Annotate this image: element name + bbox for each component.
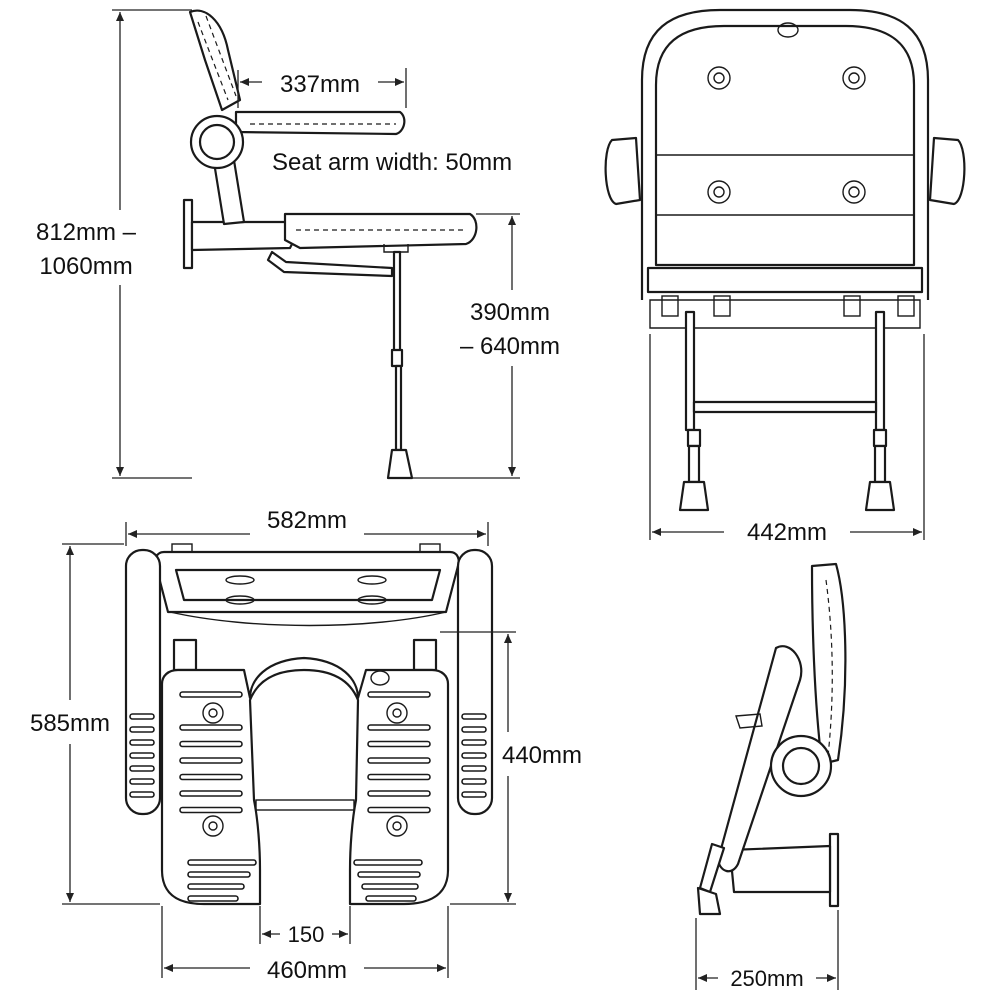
drainage-slot	[365, 895, 417, 902]
cutout-width-label: 150	[288, 922, 325, 947]
drainage-slot	[179, 806, 243, 814]
seat-depth-label: 440mm	[502, 742, 582, 769]
drainage-slot	[367, 790, 431, 797]
front-view	[604, 8, 966, 512]
drainage-slot	[357, 871, 421, 878]
folded-depth-label: 250mm	[730, 966, 803, 991]
front-width-label: 442mm	[747, 519, 827, 546]
drainage-slot	[461, 791, 487, 798]
seat-height-label-line1: 390mm	[470, 299, 550, 326]
drainage-slot	[187, 895, 239, 902]
drainage-slot	[461, 752, 487, 759]
armrest-length-label: 337mm	[280, 71, 360, 98]
top-view-dimensions	[62, 522, 516, 978]
overall-depth-label: 585mm	[30, 710, 110, 737]
total-height-label-line1: 812mm –	[36, 219, 137, 246]
folded-view	[696, 562, 847, 916]
arm-width-label: Seat arm width: 50mm	[272, 149, 512, 176]
seat-height-label-line2: – 640mm	[460, 333, 560, 360]
drainage-slot	[187, 871, 251, 878]
drainage-slot	[129, 791, 155, 798]
folded-view-dimensions	[695, 910, 839, 990]
drainage-slot	[179, 724, 243, 731]
drainage-slot	[129, 739, 155, 746]
drainage-slot	[461, 778, 487, 785]
drainage-slot	[367, 691, 431, 698]
drainage-slot	[461, 765, 487, 772]
side-view	[182, 9, 478, 480]
seat-width-label: 460mm	[267, 957, 347, 984]
drainage-slot	[187, 883, 245, 890]
drainage-slot	[179, 790, 243, 797]
drainage-slot	[461, 739, 487, 746]
drainage-slot	[461, 726, 487, 733]
seat-drainage-slots	[129, 691, 487, 902]
total-height-label-line2: 1060mm	[39, 253, 132, 280]
drainage-slot	[367, 806, 431, 814]
top-view	[124, 543, 494, 906]
drainage-slot	[367, 724, 431, 731]
drainage-slot	[129, 713, 155, 720]
drainage-slot	[367, 773, 431, 781]
side-view-dimensions	[112, 9, 520, 479]
drainage-slot	[179, 773, 243, 781]
front-view-dimensions	[649, 334, 925, 540]
drainage-slot	[129, 765, 155, 772]
drainage-slot	[353, 859, 423, 866]
drainage-slot	[367, 757, 431, 764]
drainage-slot	[129, 726, 155, 733]
drainage-slot	[129, 752, 155, 759]
drainage-slot	[367, 740, 431, 748]
drainage-slot	[129, 778, 155, 785]
overall-width-label: 582mm	[267, 507, 347, 534]
drainage-slot	[179, 691, 243, 698]
drainage-slot	[179, 757, 243, 764]
drainage-slot	[461, 713, 487, 720]
drainage-slot	[179, 740, 243, 748]
drainage-slot	[187, 859, 257, 866]
drainage-slot	[361, 883, 419, 890]
